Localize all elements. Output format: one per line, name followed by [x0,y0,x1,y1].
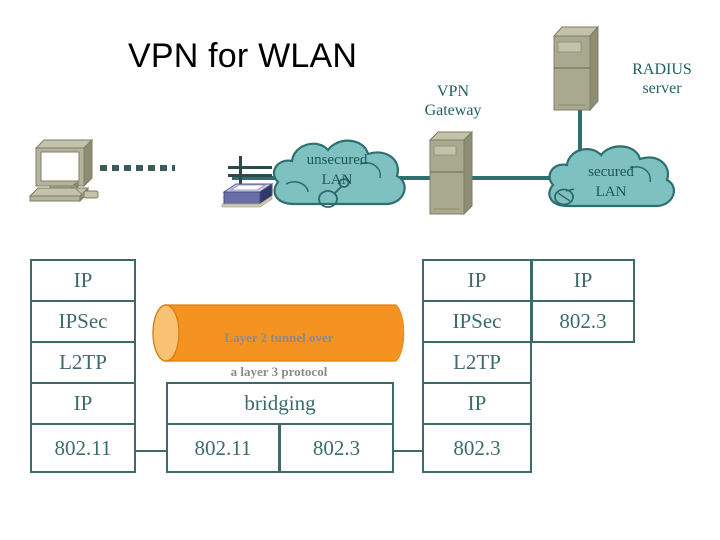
radius-server-label-line2: server [642,80,682,97]
page-title: VPN for WLAN [128,37,358,75]
server-tower-icon [552,25,600,112]
vpn-gateway-label-line1: VPN [436,83,469,100]
stack-row: IP [422,259,532,302]
cloud-icon [548,145,675,208]
desktop-computer-icon [28,138,99,203]
unsecured-lan-label: unsecured LAN [292,150,382,190]
stack-row-bridging: bridging [166,382,394,425]
unsecured-lan-cloud [264,134,412,222]
secured-lan-label-line2: LAN [595,184,627,200]
stack-row: 802.11 [30,423,136,473]
stack-row: IP [30,259,136,302]
server-tower-icon [428,130,474,216]
stack-row: L2TP [30,341,136,384]
link-unsecured-lan-to-gateway [388,176,440,180]
vpn-gateway-label-line2: Gateway [424,102,482,119]
tunnel-label: Layer 2 tunnel over a layer 3 protocol [174,312,384,397]
wireless-access-point [216,154,286,216]
tunnel-cylinder-icon [152,304,405,362]
stack-row: IP [30,382,136,425]
stack-row: IP [422,382,532,425]
gateway-protocol-stack: IP IPSec L2TP IP 802.3 [422,259,532,473]
radius-server [552,24,604,116]
stack-row: L2TP [422,341,532,384]
client-protocol-stack: IP IPSec L2TP IP 802.11 [30,259,136,473]
connector-client-to-bridge [136,450,166,452]
stack-row: 802.11 [166,423,280,473]
unsecured-lan-label-line2: LAN [321,172,353,188]
stack-row: IPSec [30,300,136,343]
stack-row: IP [531,259,635,302]
radius-server-label: RADIUS server [612,60,712,98]
secured-lan-label: secured LAN [566,162,656,202]
stack-row: 802.3 [422,423,532,473]
bridge-protocol-stack: bridging 802.11 802.3 [166,382,394,473]
layer2-tunnel-cylinder [148,297,410,367]
tunnel-label-line1: Layer 2 tunnel over [224,330,334,345]
workstation-computer [22,138,108,214]
link-radius-to-secured-lan [578,110,582,172]
wireless-link-dashed [100,165,175,171]
stack-row: 802.3 [531,300,635,343]
link-ap-to-unsecured-lan [232,176,292,180]
link-gateway-to-secured-lan [472,176,567,180]
vpn-gateway-server [428,130,478,220]
connector-bridge-to-gateway [393,450,422,452]
wireless-access-point-icon [221,156,274,208]
unsecured-lan-label-line1: unsecured [306,152,368,168]
stack-row: 802.3 [279,423,394,473]
vpn-gateway-label: VPN Gateway [405,82,501,120]
cloud-icon [272,139,406,208]
radius-server-label-line1: RADIUS [632,61,692,78]
stack-row: IPSec [422,300,532,343]
tunnel-label-line2: a layer 3 protocol [230,364,328,379]
secured-lan-cloud [540,140,680,222]
secured-lan-label-line1: secured [588,164,634,180]
server-protocol-stack: IP 802.3 [531,259,635,343]
